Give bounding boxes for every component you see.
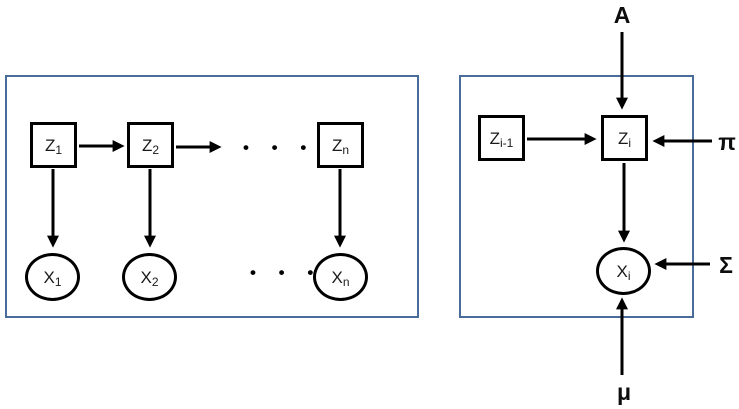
hmm-slice-panel (459, 75, 694, 318)
node-xi-label: Xi (616, 261, 631, 283)
node-xn-label: Xn (331, 267, 350, 289)
node-x2: X2 (122, 253, 177, 301)
node-zn: Zn (317, 122, 364, 168)
node-zi-prev: Zi-1 (478, 115, 525, 161)
node-zi-prev-label: Zi-1 (489, 128, 514, 150)
unrolled-hmm-panel (5, 75, 419, 318)
label-pi: π (718, 129, 736, 155)
node-x1-label: X1 (43, 267, 62, 289)
node-x1: X1 (25, 253, 80, 301)
ellipsis-top: • • • (243, 138, 316, 157)
node-xi: Xi (596, 247, 651, 295)
node-z2-label: Z2 (141, 135, 160, 157)
node-zi: Zi (601, 115, 648, 161)
label-sigma: Σ (719, 252, 733, 278)
label-mu: μ (616, 379, 632, 405)
node-z2: Z2 (127, 122, 174, 168)
label-a: A (613, 2, 631, 28)
node-x2-label: X2 (140, 267, 159, 289)
node-z1: Z1 (30, 122, 77, 168)
node-zi-label: Zi (617, 128, 632, 150)
node-xn: Xn (313, 253, 368, 301)
node-z1-label: Z1 (44, 135, 63, 157)
node-zn-label: Zn (331, 135, 350, 157)
ellipsis-bottom: • • • (250, 263, 323, 282)
